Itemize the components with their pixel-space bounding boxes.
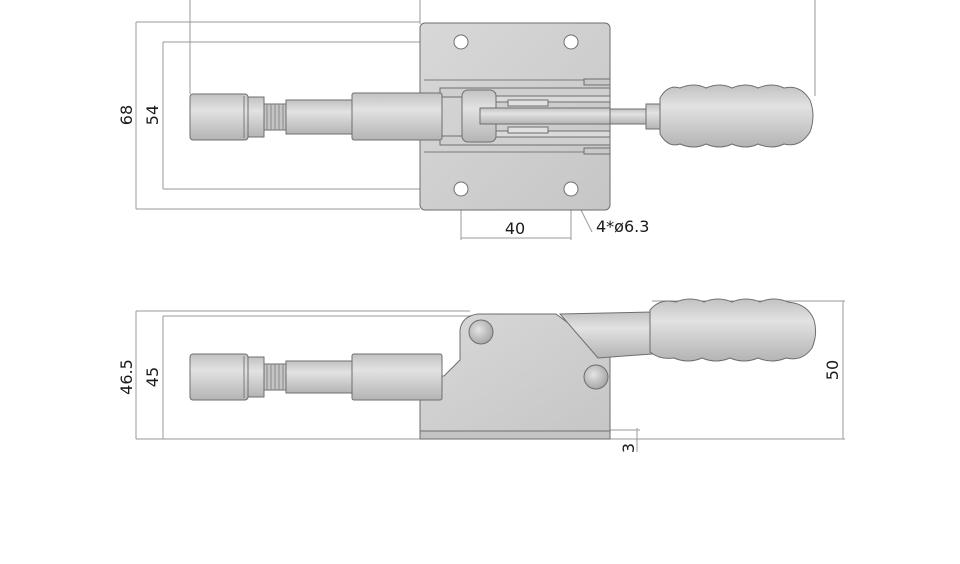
dim-label-40: 40 (505, 219, 525, 238)
mounting-hole (453, 34, 469, 50)
dim-label-68: 68 (117, 105, 136, 125)
top-handle-grip (659, 84, 814, 148)
dim-label-46-5: 46.5 (117, 359, 136, 395)
dim-label-45: 45 (143, 367, 162, 387)
top-linkage (439, 87, 611, 146)
side-plunger (189, 353, 443, 401)
dim-label-54: 54 (143, 105, 162, 125)
dim-label-50: 50 (823, 360, 842, 380)
mounting-hole (453, 181, 469, 197)
side-view (135, 298, 845, 452)
dim-label-3: 3 (619, 443, 638, 453)
side-base-plate (419, 430, 611, 440)
dim-label-holes: 4*ø6.3 (596, 217, 649, 236)
side-handle-grip (649, 298, 817, 362)
top-view (135, 0, 816, 240)
mounting-hole (563, 34, 579, 50)
side-body (419, 313, 611, 432)
pivot-pin (583, 364, 609, 390)
top-plunger (189, 92, 443, 141)
mounting-hole (563, 181, 579, 197)
pivot-pin (468, 319, 494, 345)
